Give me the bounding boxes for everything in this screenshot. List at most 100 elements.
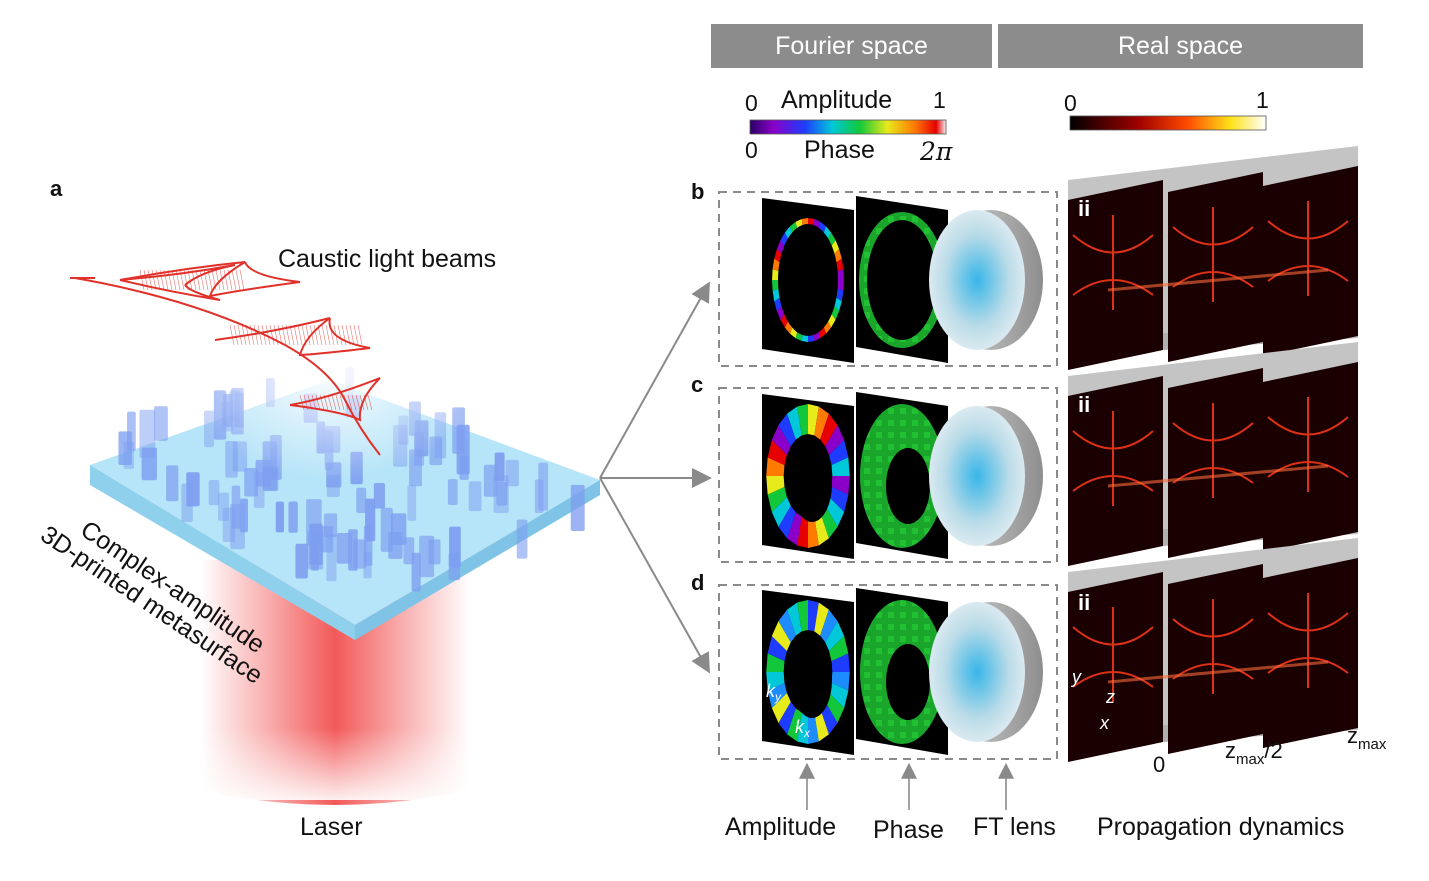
- propagation-cube: [1068, 538, 1358, 762]
- caustic-hatch-line: [163, 269, 169, 291]
- sub-label-d-ii: ii: [1078, 590, 1091, 615]
- amplitude-ring-segment: [814, 602, 829, 636]
- axis-z: z: [1106, 687, 1115, 707]
- caustic-pattern: [1172, 599, 1254, 694]
- amplitude-ring-hole: [778, 224, 838, 336]
- amplitude-ring-hole: [792, 446, 832, 522]
- amplitude-ring-segment: [831, 672, 850, 691]
- ft-lens: [929, 602, 1025, 742]
- caustic-hatch-line: [159, 269, 165, 291]
- nano-pillar: [411, 552, 421, 592]
- nano-pillar: [407, 485, 417, 521]
- amplitude-ring-segment: [771, 693, 791, 723]
- amplitude-ring-segment: [829, 682, 849, 708]
- header-fourier-space: Fourier space: [711, 24, 992, 68]
- nano-pillar: [388, 532, 403, 559]
- nano-pillar: [295, 543, 308, 579]
- caustic-hatch-line: [315, 394, 321, 411]
- phase-hole: [886, 448, 930, 524]
- caustic-hatch-line: [297, 324, 303, 346]
- amp-scale-min: 0: [745, 90, 758, 116]
- caustic-hatch-line: [345, 324, 351, 346]
- nano-pillar: [356, 487, 367, 514]
- header-real-text: Real space: [1117, 31, 1244, 60]
- amplitude-ring-segment: [787, 406, 802, 440]
- nano-pillar: [449, 526, 461, 568]
- bottom-label-phase: Phase: [873, 816, 944, 844]
- bottom-label-amplitude: Amplitude: [725, 813, 837, 841]
- caustic-hatch-line: [319, 394, 325, 411]
- amplitude-ring-segment: [766, 653, 785, 672]
- row-b: [762, 146, 1358, 370]
- amplitude-ring-segment: [808, 404, 819, 436]
- nano-pillar: [217, 492, 230, 521]
- nano-pillar: [244, 467, 259, 497]
- nano-pillar: [516, 519, 528, 559]
- propagation-streak: [1107, 660, 1329, 684]
- header-real-space: Real space: [998, 24, 1363, 68]
- amplitude-ring-segment: [829, 486, 849, 512]
- amp-scale-title: Amplitude: [781, 86, 893, 114]
- amplitude-ring-segment: [787, 708, 802, 742]
- caustic-hatch-line: [323, 394, 329, 411]
- nano-pillar: [459, 455, 469, 480]
- nano-pillar: [208, 479, 220, 506]
- caustic-hatch-line: [293, 324, 299, 346]
- nano-pillar: [348, 529, 358, 571]
- caustic-hatch-line: [299, 394, 305, 411]
- amplitude-ring-segment: [778, 701, 796, 735]
- caustic-hatch-line: [359, 394, 365, 411]
- slice-2: [1263, 362, 1358, 552]
- amplitude-ring-segment: [820, 413, 838, 447]
- nano-pillar: [538, 462, 549, 511]
- caustic-pattern: [1072, 411, 1154, 506]
- beam-glow: [180, 260, 480, 480]
- amplitude-ring-segment: [808, 600, 819, 632]
- caustic-hatch-line: [281, 324, 287, 346]
- amplitude-ring-segment: [766, 476, 785, 495]
- propagation-cube: [1068, 342, 1358, 566]
- nano-pillar: [326, 474, 340, 497]
- panel-label-b: b: [691, 179, 705, 204]
- amplitude-ring-segment: [797, 712, 808, 744]
- slice-0: [1068, 572, 1163, 762]
- caustic-hatch-line: [207, 269, 213, 291]
- caustic-hatch-line: [151, 269, 157, 291]
- amplitude-ring-segment: [825, 497, 845, 527]
- caustic-hatch-line: [327, 394, 333, 411]
- slice-1: [1168, 172, 1263, 362]
- caustic-hatch-line: [337, 324, 343, 346]
- caustic-hatch-line: [285, 324, 291, 346]
- amplitude-ring-segment: [778, 413, 796, 447]
- caustic-hatch-line: [367, 394, 373, 411]
- nano-pillar: [373, 482, 385, 509]
- z-tick-max-base: z: [1347, 723, 1358, 748]
- nano-pillar: [483, 464, 498, 497]
- amplitude-ring-segment: [808, 516, 819, 548]
- slice-0: [1068, 376, 1163, 566]
- amplitude-ring-segment: [771, 497, 791, 527]
- amplitude-ring-segment: [787, 512, 802, 546]
- caustic-hatching: [139, 269, 373, 411]
- bottom-label-propagation: Propagation dynamics: [1097, 813, 1345, 841]
- caustic-beams-label: Caustic light beams: [278, 245, 497, 273]
- amplitude-ring-hole: [792, 642, 832, 718]
- propagation-streak: [1107, 268, 1329, 292]
- nano-pillar: [166, 465, 179, 502]
- caustic-pattern: [1072, 215, 1154, 310]
- amplitude-ring-segment: [767, 486, 787, 512]
- phase-scale-min: 0: [745, 137, 758, 163]
- nano-pillar: [326, 534, 337, 582]
- intensity-scale-max: 1: [1256, 87, 1269, 113]
- caustic-hatch-line: [239, 269, 245, 291]
- z-tick-half: zmax/2: [1225, 740, 1283, 768]
- z-tick-max: zmax: [1347, 723, 1386, 753]
- caustic-pattern: [1072, 607, 1154, 702]
- nano-pillar: [505, 459, 519, 487]
- caustic-hatch-line: [265, 324, 271, 346]
- caustic-hatch-line: [183, 269, 189, 291]
- caustic-hatch-line: [309, 324, 315, 346]
- axis-ky: ky: [766, 682, 781, 703]
- dashed-box-b: [718, 191, 1058, 367]
- caustic-hatch-line: [231, 269, 237, 291]
